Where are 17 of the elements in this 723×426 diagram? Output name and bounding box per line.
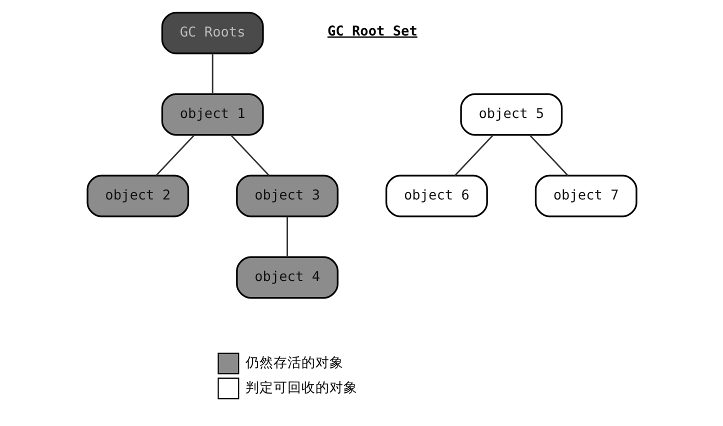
- connector: [211, 54, 213, 94]
- node-box: object 2: [86, 174, 189, 218]
- connector: [286, 216, 288, 258]
- connector: [528, 134, 568, 176]
- legend-label: 仍然存活的对象: [244, 355, 343, 372]
- node-box: object 6: [384, 174, 488, 218]
- connector: [155, 134, 194, 176]
- connector: [454, 134, 493, 176]
- legend-label: 判定可回收的对象: [244, 380, 357, 396]
- label: GC Root Set: [326, 23, 417, 40]
- node-box: GC Roots: [160, 12, 264, 54]
- node-box: object 7: [534, 174, 637, 218]
- node-box: object 3: [236, 174, 338, 218]
- node-box: object 1: [160, 93, 264, 136]
- node-box: object 4: [236, 256, 338, 299]
- connector: [230, 134, 270, 176]
- node-box: object 5: [460, 93, 562, 136]
